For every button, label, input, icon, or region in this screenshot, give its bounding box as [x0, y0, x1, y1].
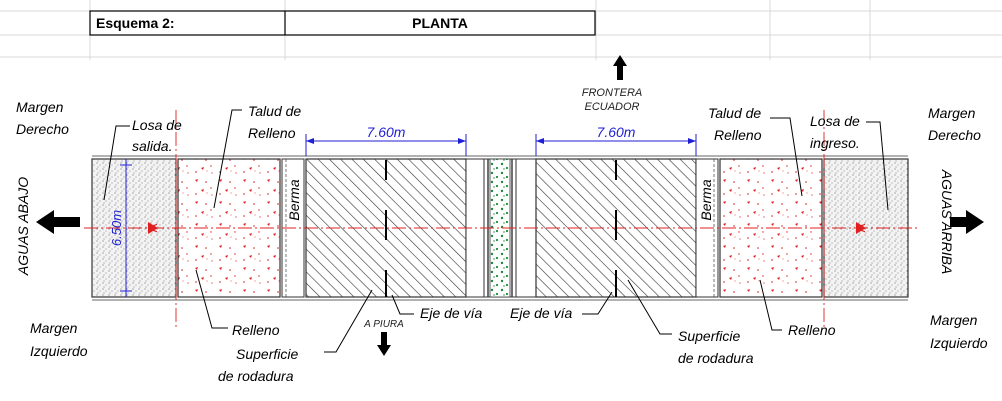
lane-width-right: 7.60m — [597, 124, 636, 140]
right-arrow-icon — [950, 210, 984, 234]
north-arrow: FRONTERA ECUADOR — [582, 55, 643, 113]
shoulder-label-left: Berma — [286, 179, 302, 220]
bank-right-bottom-2: Izquierdo — [930, 335, 988, 351]
section-mark-left-label: A — [145, 223, 160, 232]
bank-right-top-2: Derecho — [928, 127, 981, 143]
section-mark-left: A — [145, 222, 160, 234]
bank-left-top-2: Derecho — [16, 121, 69, 137]
fill-right: Relleno — [788, 322, 836, 338]
leader-lines — [103, 109, 889, 353]
bank-labels: Margen Derecho Margen Izquierdo Margen D… — [16, 99, 988, 359]
south-label: A PIURA — [363, 319, 404, 330]
lane-axis-marks — [385, 160, 617, 297]
bank-right-bottom-1: Margen — [930, 312, 978, 328]
fill-slope-left-2: Relleno — [248, 125, 296, 141]
view-title: PLANTA — [412, 15, 468, 31]
north-label-2: ECUADOR — [584, 101, 639, 113]
slab-width: 6.50m — [109, 210, 124, 246]
bank-left-top-1: Margen — [16, 99, 64, 115]
up-arrow-icon — [613, 55, 627, 80]
left-arrow-icon — [36, 210, 80, 234]
callouts: Losa de salida. Talud de Relleno Relleno… — [132, 103, 860, 384]
surface-left-2: de rodadura — [218, 368, 294, 384]
section-mark-right: A — [853, 222, 868, 234]
centerline — [84, 110, 920, 330]
entry-slab-label-1: Losa de — [810, 113, 860, 129]
surface-right-2: de rodadura — [678, 350, 754, 366]
fill-slope-right-1: Talud de — [708, 105, 761, 121]
bank-left-bottom-1: Margen — [30, 320, 78, 336]
south-arrow: A PIURA — [363, 319, 404, 356]
road-axis-right: Eje de vía — [510, 305, 572, 321]
flow-right-label: AGUAS ARRIBA — [939, 169, 955, 275]
section-mark-right-label: A — [853, 223, 868, 232]
surface-left-1: Superficie — [236, 346, 298, 362]
fill-slope-left-1: Talud de — [248, 103, 301, 119]
shoulder-label-right: Berma — [698, 179, 714, 220]
road-axis-left: Eje de vía — [420, 305, 482, 321]
surface-right-1: Superficie — [678, 328, 740, 344]
down-arrow-icon — [377, 332, 391, 356]
header-table: Esquema 2: PLANTA — [89, 10, 596, 36]
flow-right: AGUAS ARRIBA — [939, 169, 984, 275]
lane-width-left: 7.60m — [367, 124, 406, 140]
exit-slab-label-2: salida. — [132, 138, 172, 154]
flow-left: AGUAS ABAJO — [15, 177, 80, 276]
north-label-1: FRONTERA — [582, 87, 643, 99]
fill-left: Relleno — [232, 322, 280, 338]
bank-left-bottom-2: Izquierdo — [30, 343, 88, 359]
bridge-body — [91, 155, 909, 301]
fill-slope-right-2: Relleno — [714, 127, 762, 143]
dimensions — [120, 134, 697, 297]
flow-left-label: AGUAS ABAJO — [15, 177, 31, 276]
bank-right-top-1: Margen — [928, 105, 976, 121]
exit-slab-label-1: Losa de — [132, 117, 182, 133]
entry-slab-label-2: ingreso. — [810, 135, 860, 151]
scheme-label: Esquema 2: — [96, 15, 175, 31]
